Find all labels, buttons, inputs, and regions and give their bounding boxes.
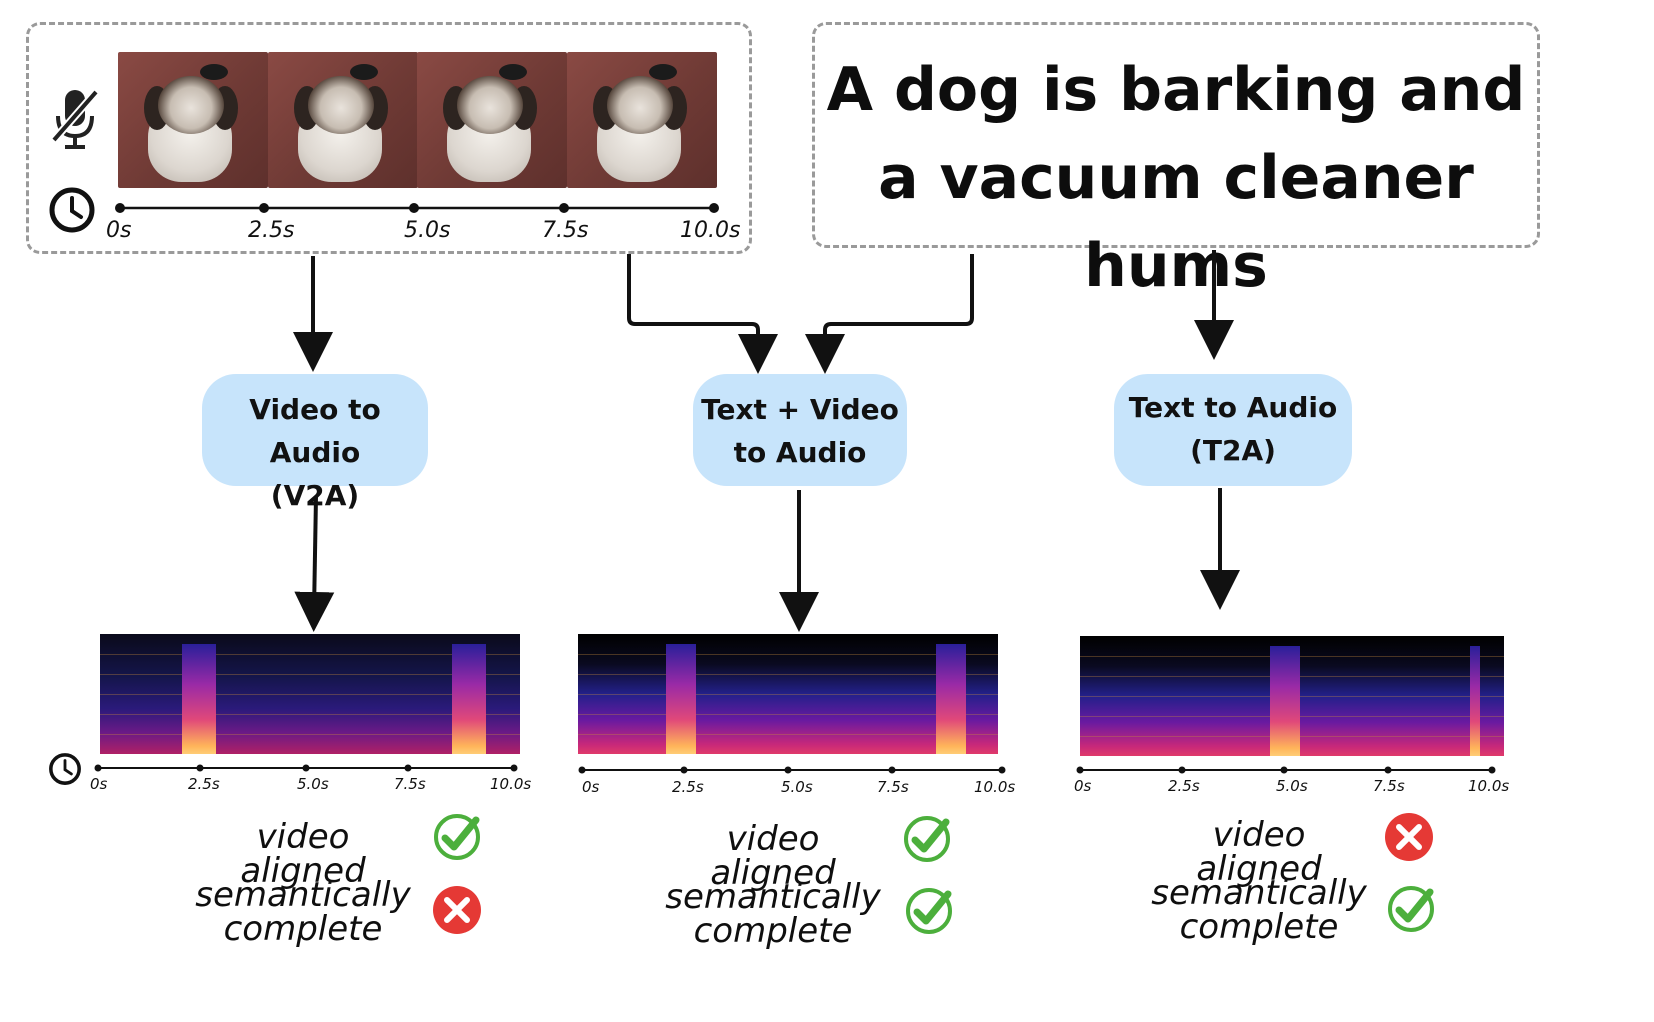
spectrogram-tick: 10.0s — [490, 775, 532, 793]
spectrogram-tick: 7.5s — [394, 775, 426, 793]
task-v2a: Video to Audio (V2A) — [202, 374, 428, 512]
spectrogram-timeline — [1076, 766, 1496, 774]
task-label: Text to Audio — [1128, 391, 1338, 424]
semantic-line: semantically — [1151, 873, 1367, 913]
semantic-line: complete — [223, 909, 383, 949]
timeline-tick: 2.5s — [248, 218, 295, 243]
video-aligned-label: video aligned — [710, 819, 836, 893]
spectrogram-timeline — [578, 766, 1006, 774]
spectrogram-tick: 2.5s — [1168, 777, 1200, 795]
spectrogram-tick: 5.0s — [781, 778, 813, 796]
video-frame — [567, 52, 717, 188]
spectrogram-tick: 5.0s — [1276, 777, 1308, 795]
spectrogram-v2a — [100, 634, 520, 754]
spectrogram-tick: 0s — [1074, 777, 1092, 795]
spectrogram-tick: 0s — [582, 778, 600, 796]
text-prompt-line: a vacuum cleaner hums — [878, 143, 1474, 301]
spectrogram-tick: 10.0s — [1468, 777, 1510, 795]
task-label: (T2A) — [1190, 434, 1276, 467]
text-prompt-box — [812, 22, 1540, 248]
text-prompt: A dog is barking and a vacuum cleaner hu… — [812, 46, 1540, 310]
timeline-tick: 0s — [106, 218, 132, 243]
spectrogram-tick: 2.5s — [188, 775, 220, 793]
spectrogram-tick: 10.0s — [974, 778, 1016, 796]
timeline-tick: 5.0s — [404, 218, 451, 243]
task-label: to Audio — [733, 436, 867, 469]
task-label: Text + Video — [701, 393, 899, 426]
semantically-complete-label: semantically complete — [660, 880, 886, 948]
check-icon — [1388, 886, 1434, 932]
video-frame — [118, 52, 268, 188]
clock-icon — [49, 753, 81, 785]
video-frame — [268, 52, 418, 188]
cross-icon — [1385, 813, 1433, 861]
spectrogram-tick: 0s — [90, 775, 108, 793]
task-label: Video to Audio — [249, 393, 381, 469]
semantic-line: complete — [693, 911, 853, 951]
spectrogram-tick: 7.5s — [877, 778, 909, 796]
semantic-line: complete — [1179, 907, 1339, 947]
spectrogram-t2a — [1080, 636, 1504, 756]
task-t2a: Text to Audio (T2A) — [1114, 374, 1352, 486]
spectrogram-tick: 2.5s — [672, 778, 704, 796]
timeline-tick: 7.5s — [542, 218, 589, 243]
task-tv2a: Text + Video to Audio — [693, 374, 907, 486]
cross-icon — [433, 886, 481, 934]
clock-icon — [49, 187, 95, 233]
video-input-box — [26, 22, 752, 254]
spectrogram-tick: 5.0s — [297, 775, 329, 793]
semantic-line: semantically — [195, 875, 411, 915]
semantically-complete-label: semantically complete — [190, 878, 416, 946]
spectrogram-tv2a — [578, 634, 998, 754]
video-frame — [417, 52, 567, 188]
check-icon — [434, 814, 480, 860]
check-icon — [904, 816, 950, 862]
timeline-tick: 10.0s — [680, 218, 741, 243]
video-timeline — [115, 203, 719, 213]
video-aligned-label: video aligned — [240, 817, 366, 891]
microphone-off-icon — [50, 89, 100, 149]
spectrogram-tick: 7.5s — [1373, 777, 1405, 795]
check-icon — [906, 888, 952, 934]
semantic-line: semantically — [665, 877, 881, 917]
semantically-complete-label: semantically complete — [1146, 876, 1372, 944]
video-aligned-label: video aligned — [1196, 815, 1322, 889]
text-prompt-line: A dog is barking and — [826, 55, 1526, 125]
task-label: (V2A) — [270, 479, 360, 512]
spectrogram-timeline — [94, 764, 518, 772]
